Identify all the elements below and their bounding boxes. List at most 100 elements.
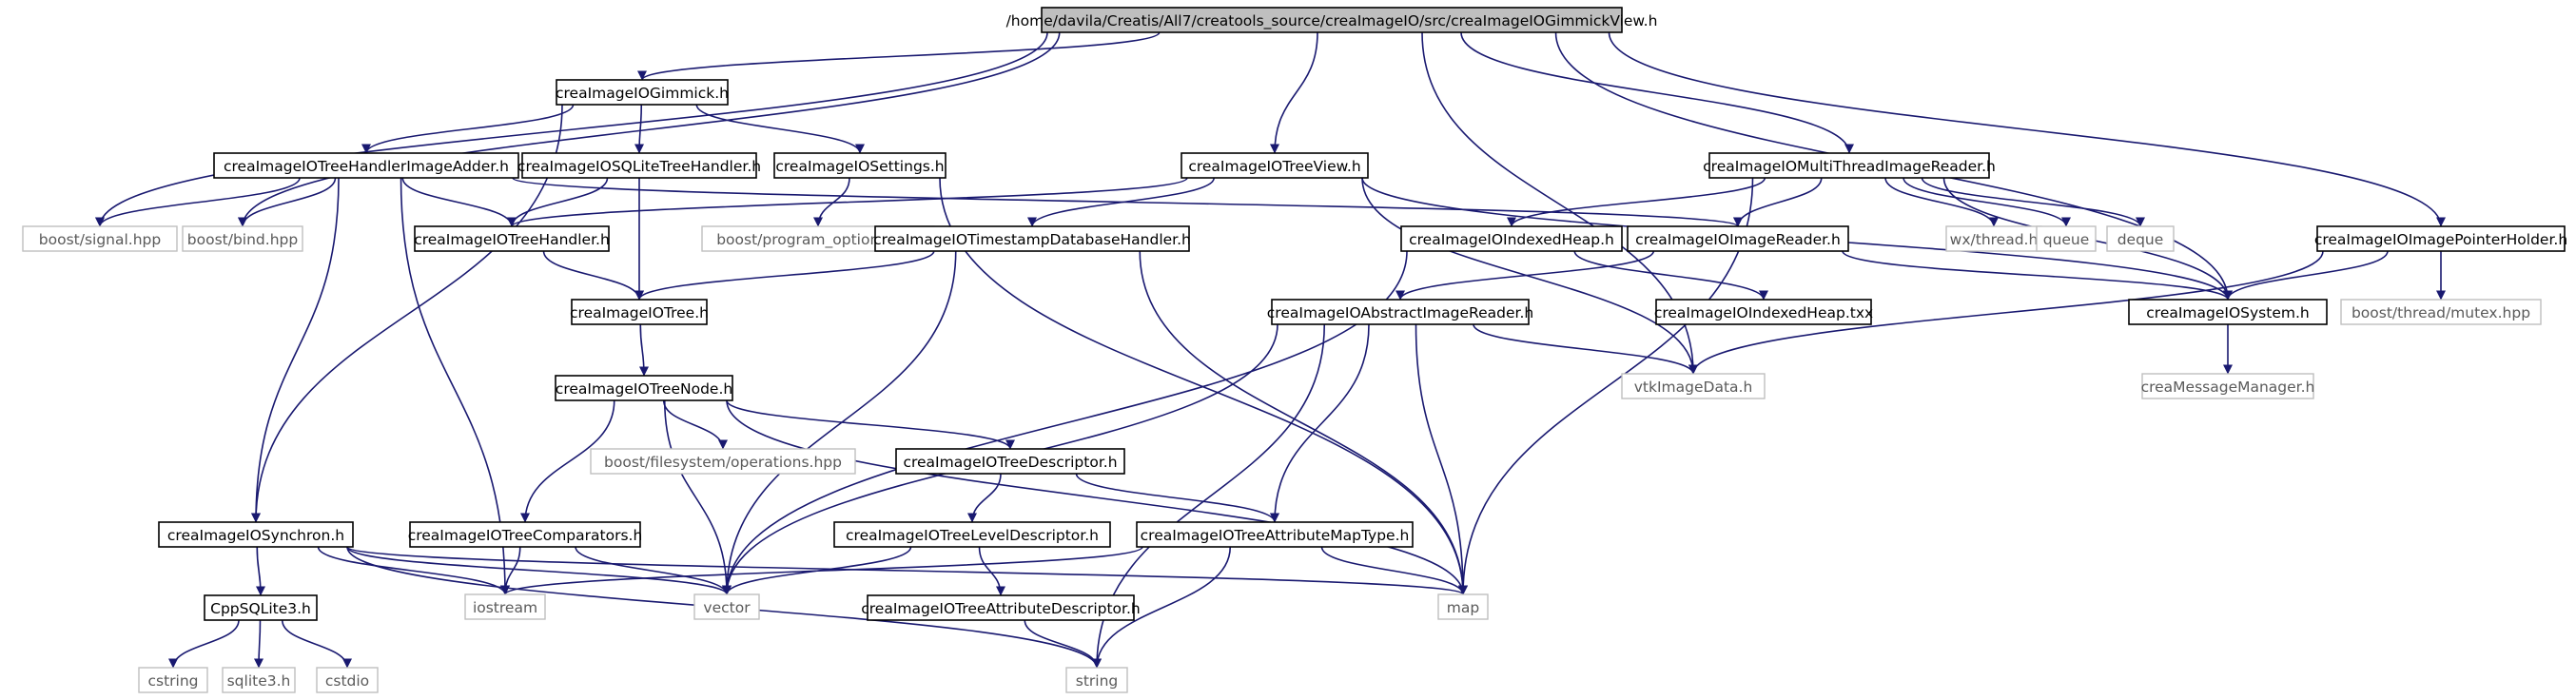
node-label-mtreader: creaImageIOMultiThreadImageReader.h [1703,158,1996,175]
node-box-treehandler [414,225,610,252]
edge-handlerAdder-to-signal [95,177,301,227]
edge-imagereader-to-system [1842,250,2233,301]
node-heaptxx[interactable]: creaImageIOIndexedHeap.txx [1654,299,1873,325]
node-cstring: cstring [138,667,208,693]
node-box-attrmap [1136,521,1414,548]
node-label-map: map [1447,599,1479,616]
node-leveldesc[interactable]: creaImageIOTreeLevelDescriptor.h [833,521,1111,548]
node-box-indexedheap [1400,225,1623,252]
node-system[interactable]: creaImageIOSystem.h [2128,299,2328,325]
edge-treedesc-to-attrmap [1075,473,1279,523]
node-box-treeview [1181,152,1369,179]
node-fsops: boost/filesystem/operations.hpp [590,448,856,475]
node-box-attrdesc [867,594,1135,621]
node-deque: deque [2106,225,2175,252]
edge-treenode-to-vector [663,399,732,595]
node-tree[interactable]: creaImageIOTree.h [570,299,709,325]
node-box-heaptxx [1655,299,1872,325]
edge-absreader-to-attrmap [1270,323,1370,523]
node-treedesc[interactable]: creaImageIOTreeDescriptor.h [895,448,1125,475]
edge-treeview-to-treehandler [507,177,1188,227]
node-timestamp[interactable]: creaImageIOTimestampDatabaseHandler.h [873,225,1191,252]
node-box-settings [773,152,946,179]
node-synchron[interactable]: creaImageIOSynchron.h [158,521,354,548]
node-box-timestamp [874,225,1190,252]
node-label-gimmick: creaImageIOGimmick.h [556,85,729,102]
node-indexedheap[interactable]: creaImageIOIndexedHeap.h [1400,225,1623,252]
node-box-iostream [464,593,546,620]
node-treehandler[interactable]: creaImageIOTreeHandler.h [414,225,610,252]
edge-comparators-to-vector [575,546,732,595]
node-label-ptrholder: creaImageIOImagePointerHolder.h [2314,231,2567,248]
node-label-iostream: iostream [473,599,537,616]
node-box-treedesc [895,448,1125,475]
node-sqlite3: sqlite3.h [222,667,296,693]
edge-root-to-bind [238,31,1061,227]
node-label-deque: deque [2117,231,2164,248]
node-label-leveldesc: creaImageIOTreeLevelDescriptor.h [846,527,1099,544]
edge-root-to-mtreader [1460,31,1854,154]
edge-absreader-to-map [1415,323,1468,595]
edge-synchron-to-vector [346,546,732,595]
node-gimmick[interactable]: creaImageIOGimmick.h [556,79,729,106]
edge-treehandler-to-tree [542,250,644,301]
edge-root-to-signal [95,31,1048,227]
node-attrdesc[interactable]: creaImageIOTreeAttributeDescriptor.h [861,594,1141,621]
node-box-bind [182,225,303,252]
node-box-vector [693,593,760,620]
node-label-mutex: boost/thread/mutex.hpp [2352,304,2530,321]
node-ptrholder[interactable]: creaImageIOImagePointerHolder.h [2314,225,2567,252]
edge-treenode-to-treedesc [726,399,1015,450]
node-label-indexedheap: creaImageIOIndexedHeap.h [1409,231,1614,248]
node-box-absreader [1271,299,1530,325]
edge-mtreader-to-deque [1921,177,2145,227]
node-box-ptrholder [2316,225,2566,252]
node-string: string [1065,667,1128,693]
node-box-tree [571,299,708,325]
node-absreader[interactable]: creaImageIOAbstractImageReader.h [1267,299,1533,325]
edge-root-to-ptrholder [1608,31,2446,227]
node-label-string: string [1076,672,1119,690]
edge-ptrholder-to-vtkimage [1688,250,2324,375]
edge-root-to-treeview [1270,31,1318,154]
node-box-root [1041,7,1623,33]
edge-mtreader-to-imagereader [1733,177,1823,227]
edge-treenode-to-map [726,399,1468,595]
node-box-cppsqlite [204,594,318,621]
edge-root-to-gimmick [637,31,1161,81]
edge-gimmick-to-handlerAdder [361,104,575,154]
node-box-string [1065,667,1128,693]
node-handlerAdder[interactable]: creaImageIOTreeHandlerImageAdder.h [213,152,519,179]
node-comparators[interactable]: creaImageIOTreeComparators.h [408,521,643,548]
node-label-vector: vector [703,599,751,616]
node-box-sqlite [521,152,757,179]
node-treeview[interactable]: creaImageIOTreeView.h [1181,152,1369,179]
edge-tree-to-treenode [638,323,649,377]
node-sqlite[interactable]: creaImageIOSQLiteTreeHandler.h [517,152,761,179]
node-cppsqlite[interactable]: CppSQLite3.h [204,594,318,621]
node-settings[interactable]: creaImageIOSettings.h [773,152,946,179]
edge-treenode-to-comparators [520,399,615,523]
edge-cppsqlite-to-sqlite3 [254,619,264,669]
node-box-sqlite3 [222,667,296,693]
node-label-sqlite: creaImageIOSQLiteTreeHandler.h [517,158,761,175]
node-box-wxthread [1945,225,2042,252]
edge-synchron-to-map [346,546,1468,595]
edge-settings-to-map [939,177,1468,595]
node-label-wxthread: wx/thread.h [1950,231,2039,248]
node-label-cppsqlite: CppSQLite3.h [210,600,311,617]
node-mtreader[interactable]: creaImageIOMultiThreadImageReader.h [1703,152,1996,179]
node-box-leveldesc [833,521,1111,548]
node-cstdio: cstdio [316,667,379,693]
node-label-root: /home/davila/Creatis/All7/creatools_sour… [1006,12,1658,30]
node-imagereader[interactable]: creaImageIOImageReader.h [1627,225,1849,252]
node-attrmap[interactable]: creaImageIOTreeAttributeMapType.h [1136,521,1414,548]
edge-imagereader-to-absreader [1395,250,1655,301]
node-label-signal: boost/signal.hpp [39,231,161,248]
node-label-treeview: creaImageIOTreeView.h [1188,158,1360,175]
node-box-synchron [158,521,354,548]
node-treenode[interactable]: creaImageIOTreeNode.h [555,375,733,401]
edge-handlerAdder-to-synchron [251,177,340,523]
node-label-progopts: boost/program_options.hpp [716,231,920,249]
